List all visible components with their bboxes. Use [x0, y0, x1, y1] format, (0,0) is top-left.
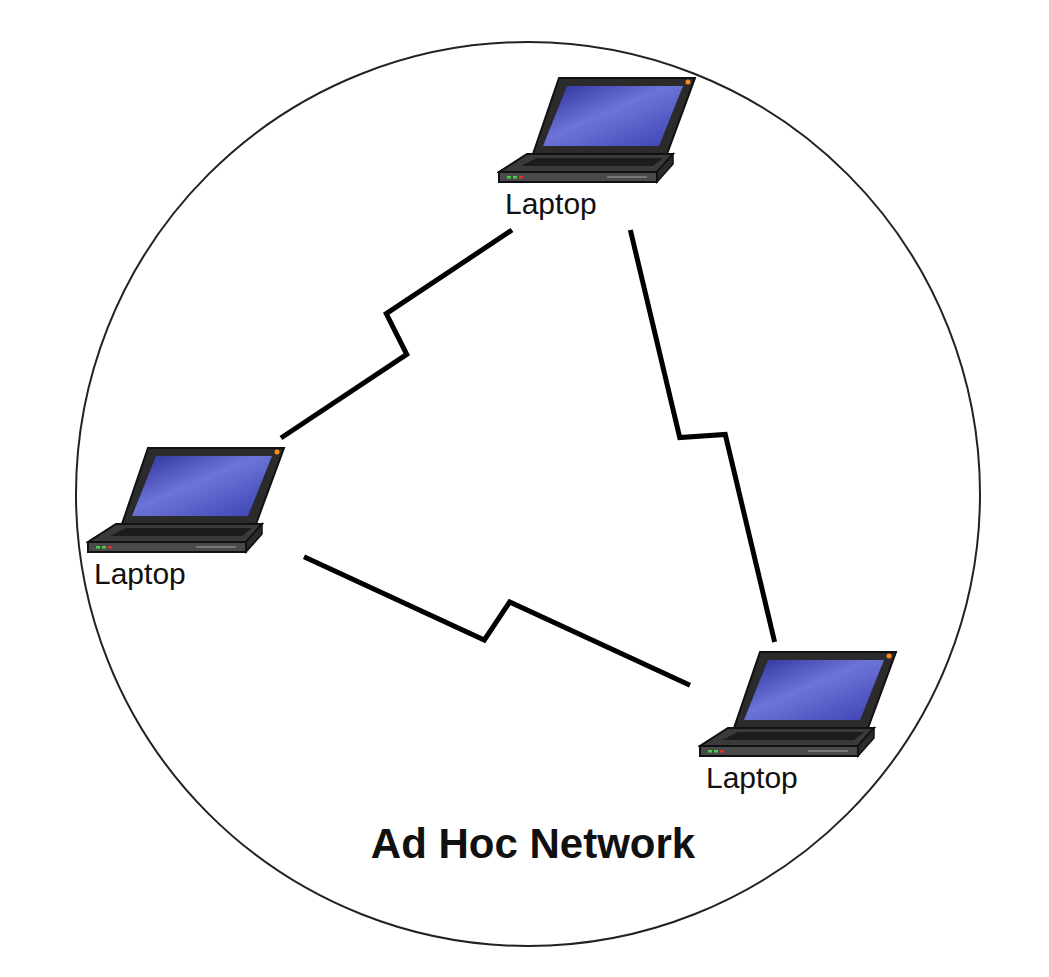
diagram-title: Ad Hoc Network [0, 820, 1049, 868]
laptop-icon [86, 446, 286, 556]
boundary-circle [76, 42, 980, 946]
wireless-link [304, 557, 690, 686]
node-label: Laptop [698, 760, 908, 796]
laptop-icon [497, 76, 697, 186]
node-label: Laptop [497, 186, 707, 222]
laptop-node: Laptop [698, 650, 908, 796]
wireless-link [630, 230, 774, 642]
node-label: Laptop [86, 556, 296, 592]
laptop-node: Laptop [497, 76, 707, 222]
laptop-node: Laptop [86, 446, 296, 592]
laptop-icon [698, 650, 898, 760]
wireless-link [281, 230, 512, 438]
